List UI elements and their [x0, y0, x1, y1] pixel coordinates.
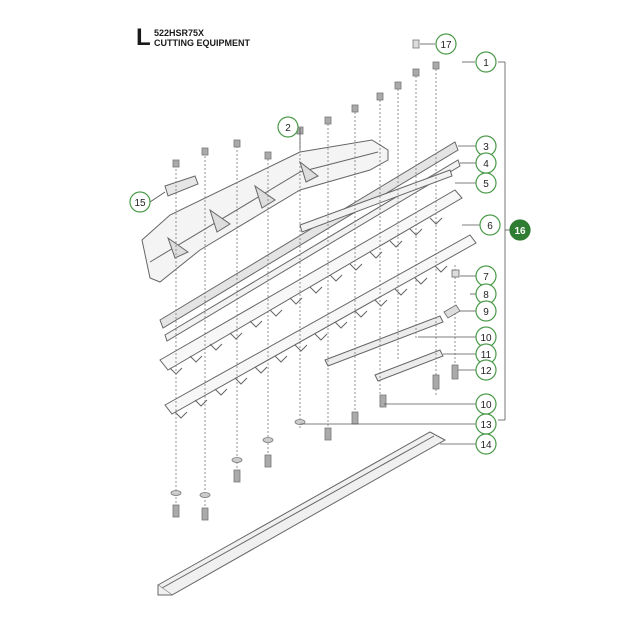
callout-10b[interactable]: 10 [475, 393, 497, 415]
callout-17[interactable]: 17 [435, 33, 457, 55]
callout-10a-label: 10 [480, 333, 492, 344]
lower-cutting-blade [164, 234, 477, 419]
callout-2-label: 2 [285, 123, 291, 134]
callout-16[interactable]: 16 [509, 219, 531, 241]
callout-1-label: 1 [483, 58, 489, 69]
callout-4-label: 4 [483, 159, 489, 170]
section-letter: L [136, 24, 151, 51]
guide-plates [324, 315, 444, 382]
callout-15[interactable]: 15 [129, 191, 151, 213]
support-rail [157, 431, 447, 596]
callout-5[interactable]: 5 [475, 172, 497, 194]
callout-6-label: 6 [487, 221, 493, 232]
callout-17-label: 17 [440, 40, 452, 51]
callout-13-label: 13 [480, 420, 492, 431]
callout-16-label: 16 [514, 226, 526, 237]
callout-14-label: 14 [480, 440, 492, 451]
callout-4[interactable]: 4 [475, 152, 497, 174]
section-title: CUTTING EQUIPMENT [154, 38, 250, 48]
callout-7-label: 7 [483, 272, 489, 283]
callout-6[interactable]: 6 [479, 214, 501, 236]
callout-5-label: 5 [483, 179, 489, 190]
blade-strips [159, 141, 461, 342]
callout-10b-label: 10 [480, 400, 492, 411]
callout-7[interactable]: 7 [475, 265, 497, 287]
small-hardware [443, 269, 461, 319]
callout-1[interactable]: 1 [475, 51, 497, 73]
callout-12[interactable]: 12 [475, 359, 497, 381]
callout-9-label: 9 [483, 307, 489, 318]
bolts-and-lines [170, 39, 459, 521]
callout-2[interactable]: 2 [277, 116, 299, 138]
callout-15-label: 15 [134, 198, 146, 209]
blade-guard [141, 139, 389, 283]
model-number: 522HSR75X [154, 28, 205, 38]
callout-11-label: 11 [481, 350, 492, 361]
callout-14[interactable]: 14 [475, 433, 497, 455]
callout-8-label: 8 [483, 290, 489, 301]
leader-lines [149, 43, 510, 445]
callout-13[interactable]: 13 [475, 413, 497, 435]
callouts: 1 2 3 4 5 6 7 8 9 10 11 12 10 13 14 15 1… [129, 33, 531, 455]
bracket-part [164, 175, 199, 197]
callout-3-label: 3 [483, 142, 489, 153]
callout-9[interactable]: 9 [475, 300, 497, 322]
callout-12-label: 12 [480, 366, 492, 377]
